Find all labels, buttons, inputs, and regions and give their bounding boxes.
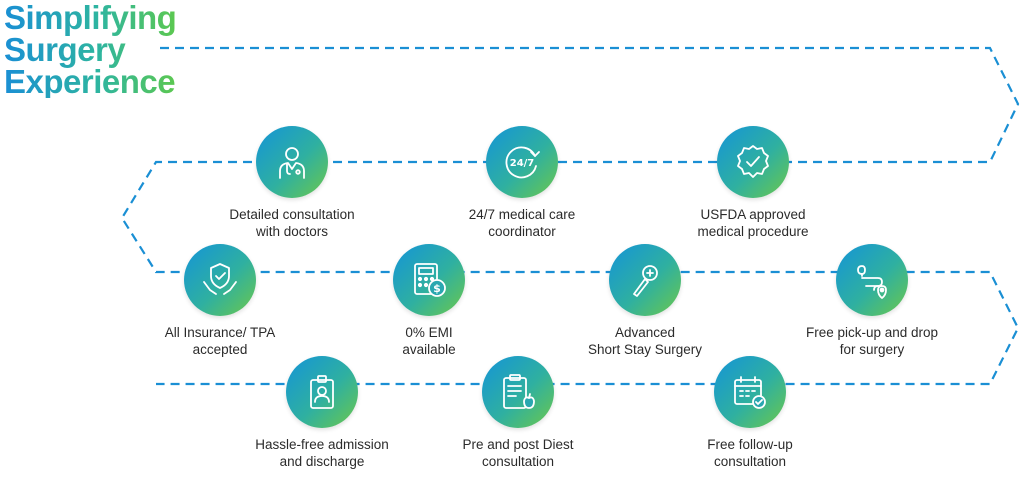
scalpel-icon: [609, 244, 681, 316]
step-label-line1: Pre and post Diest: [462, 437, 574, 452]
step-label: Hassle-free admission and discharge: [212, 436, 432, 470]
step-emi: $ 0% EMI available: [319, 244, 539, 358]
step-label-line1: Advanced: [614, 325, 676, 340]
step-label: Detailed consultation with doctors: [182, 206, 402, 240]
step-label-line2: coordinator: [488, 224, 556, 239]
step-label-line2: and discharge: [279, 454, 365, 469]
step-label-line1: 0% EMI: [405, 325, 453, 340]
step-label-line2: accepted: [192, 342, 248, 357]
step-label: 24/7 medical care coordinator: [412, 206, 632, 240]
clock-24-7-icon: 24/7: [486, 126, 558, 198]
step-label-line2: medical procedure: [697, 224, 809, 239]
verified-badge-icon: [717, 126, 789, 198]
step-label: Free follow-up consultation: [640, 436, 860, 470]
id-badge-icon: [286, 356, 358, 428]
step-pickup-drop: Free pick-up and drop for surgery: [762, 244, 982, 358]
step-label-line1: Hassle-free admission: [255, 437, 389, 452]
step-label: USFDA approved medical procedure: [643, 206, 863, 240]
step-diet-consultation: Pre and post Diest consultation: [408, 356, 628, 470]
step-label: All Insurance/ TPA accepted: [110, 324, 330, 358]
step-label-line2: available: [402, 342, 456, 357]
step-label: 0% EMI available: [319, 324, 539, 358]
page-title: Simplifying Surgery Experience: [4, 2, 176, 98]
step-label-line2: Short Stay Surgery: [587, 342, 703, 357]
step-insurance: All Insurance/ TPA accepted: [110, 244, 330, 358]
step-label-line2: for surgery: [839, 342, 905, 357]
step-consultation: Detailed consultation with doctors: [182, 126, 402, 240]
title-line-3: Experience: [4, 63, 176, 100]
svg-text:$: $: [433, 282, 441, 295]
step-admission-discharge: Hassle-free admission and discharge: [212, 356, 432, 470]
step-label: Free pick-up and drop for surgery: [762, 324, 982, 358]
step-short-stay-surgery: Advanced Short Stay Surgery: [535, 244, 755, 358]
step-label-line1: All Insurance/ TPA: [164, 325, 276, 340]
step-label-line2: with doctors: [255, 224, 329, 239]
shield-hands-icon: [184, 244, 256, 316]
doctor-icon: [256, 126, 328, 198]
step-care-coordinator: 24/7 24/7 medical care coordinator: [412, 126, 632, 240]
step-label-line2: consultation: [481, 454, 555, 469]
step-label-line1: USFDA approved: [700, 207, 806, 222]
step-label-line1: Detailed consultation: [229, 207, 355, 222]
title-line-2: Surgery: [4, 31, 126, 68]
step-label-line2: consultation: [713, 454, 787, 469]
step-follow-up: Free follow-up consultation: [640, 356, 860, 470]
step-label-line1: Free pick-up and drop: [805, 325, 939, 340]
title-line-1: Simplifying: [4, 0, 177, 36]
step-label-line1: 24/7 medical care: [468, 207, 576, 222]
step-label: Advanced Short Stay Surgery: [535, 324, 755, 358]
calendar-check-icon: [714, 356, 786, 428]
route-pin-icon: [836, 244, 908, 316]
step-label: Pre and post Diest consultation: [408, 436, 628, 470]
step-label-line1: Free follow-up: [707, 437, 793, 452]
step-usfda: USFDA approved medical procedure: [643, 126, 863, 240]
clipboard-apple-icon: [482, 356, 554, 428]
calculator-icon: $: [393, 244, 465, 316]
svg-text:24/7: 24/7: [510, 158, 535, 169]
